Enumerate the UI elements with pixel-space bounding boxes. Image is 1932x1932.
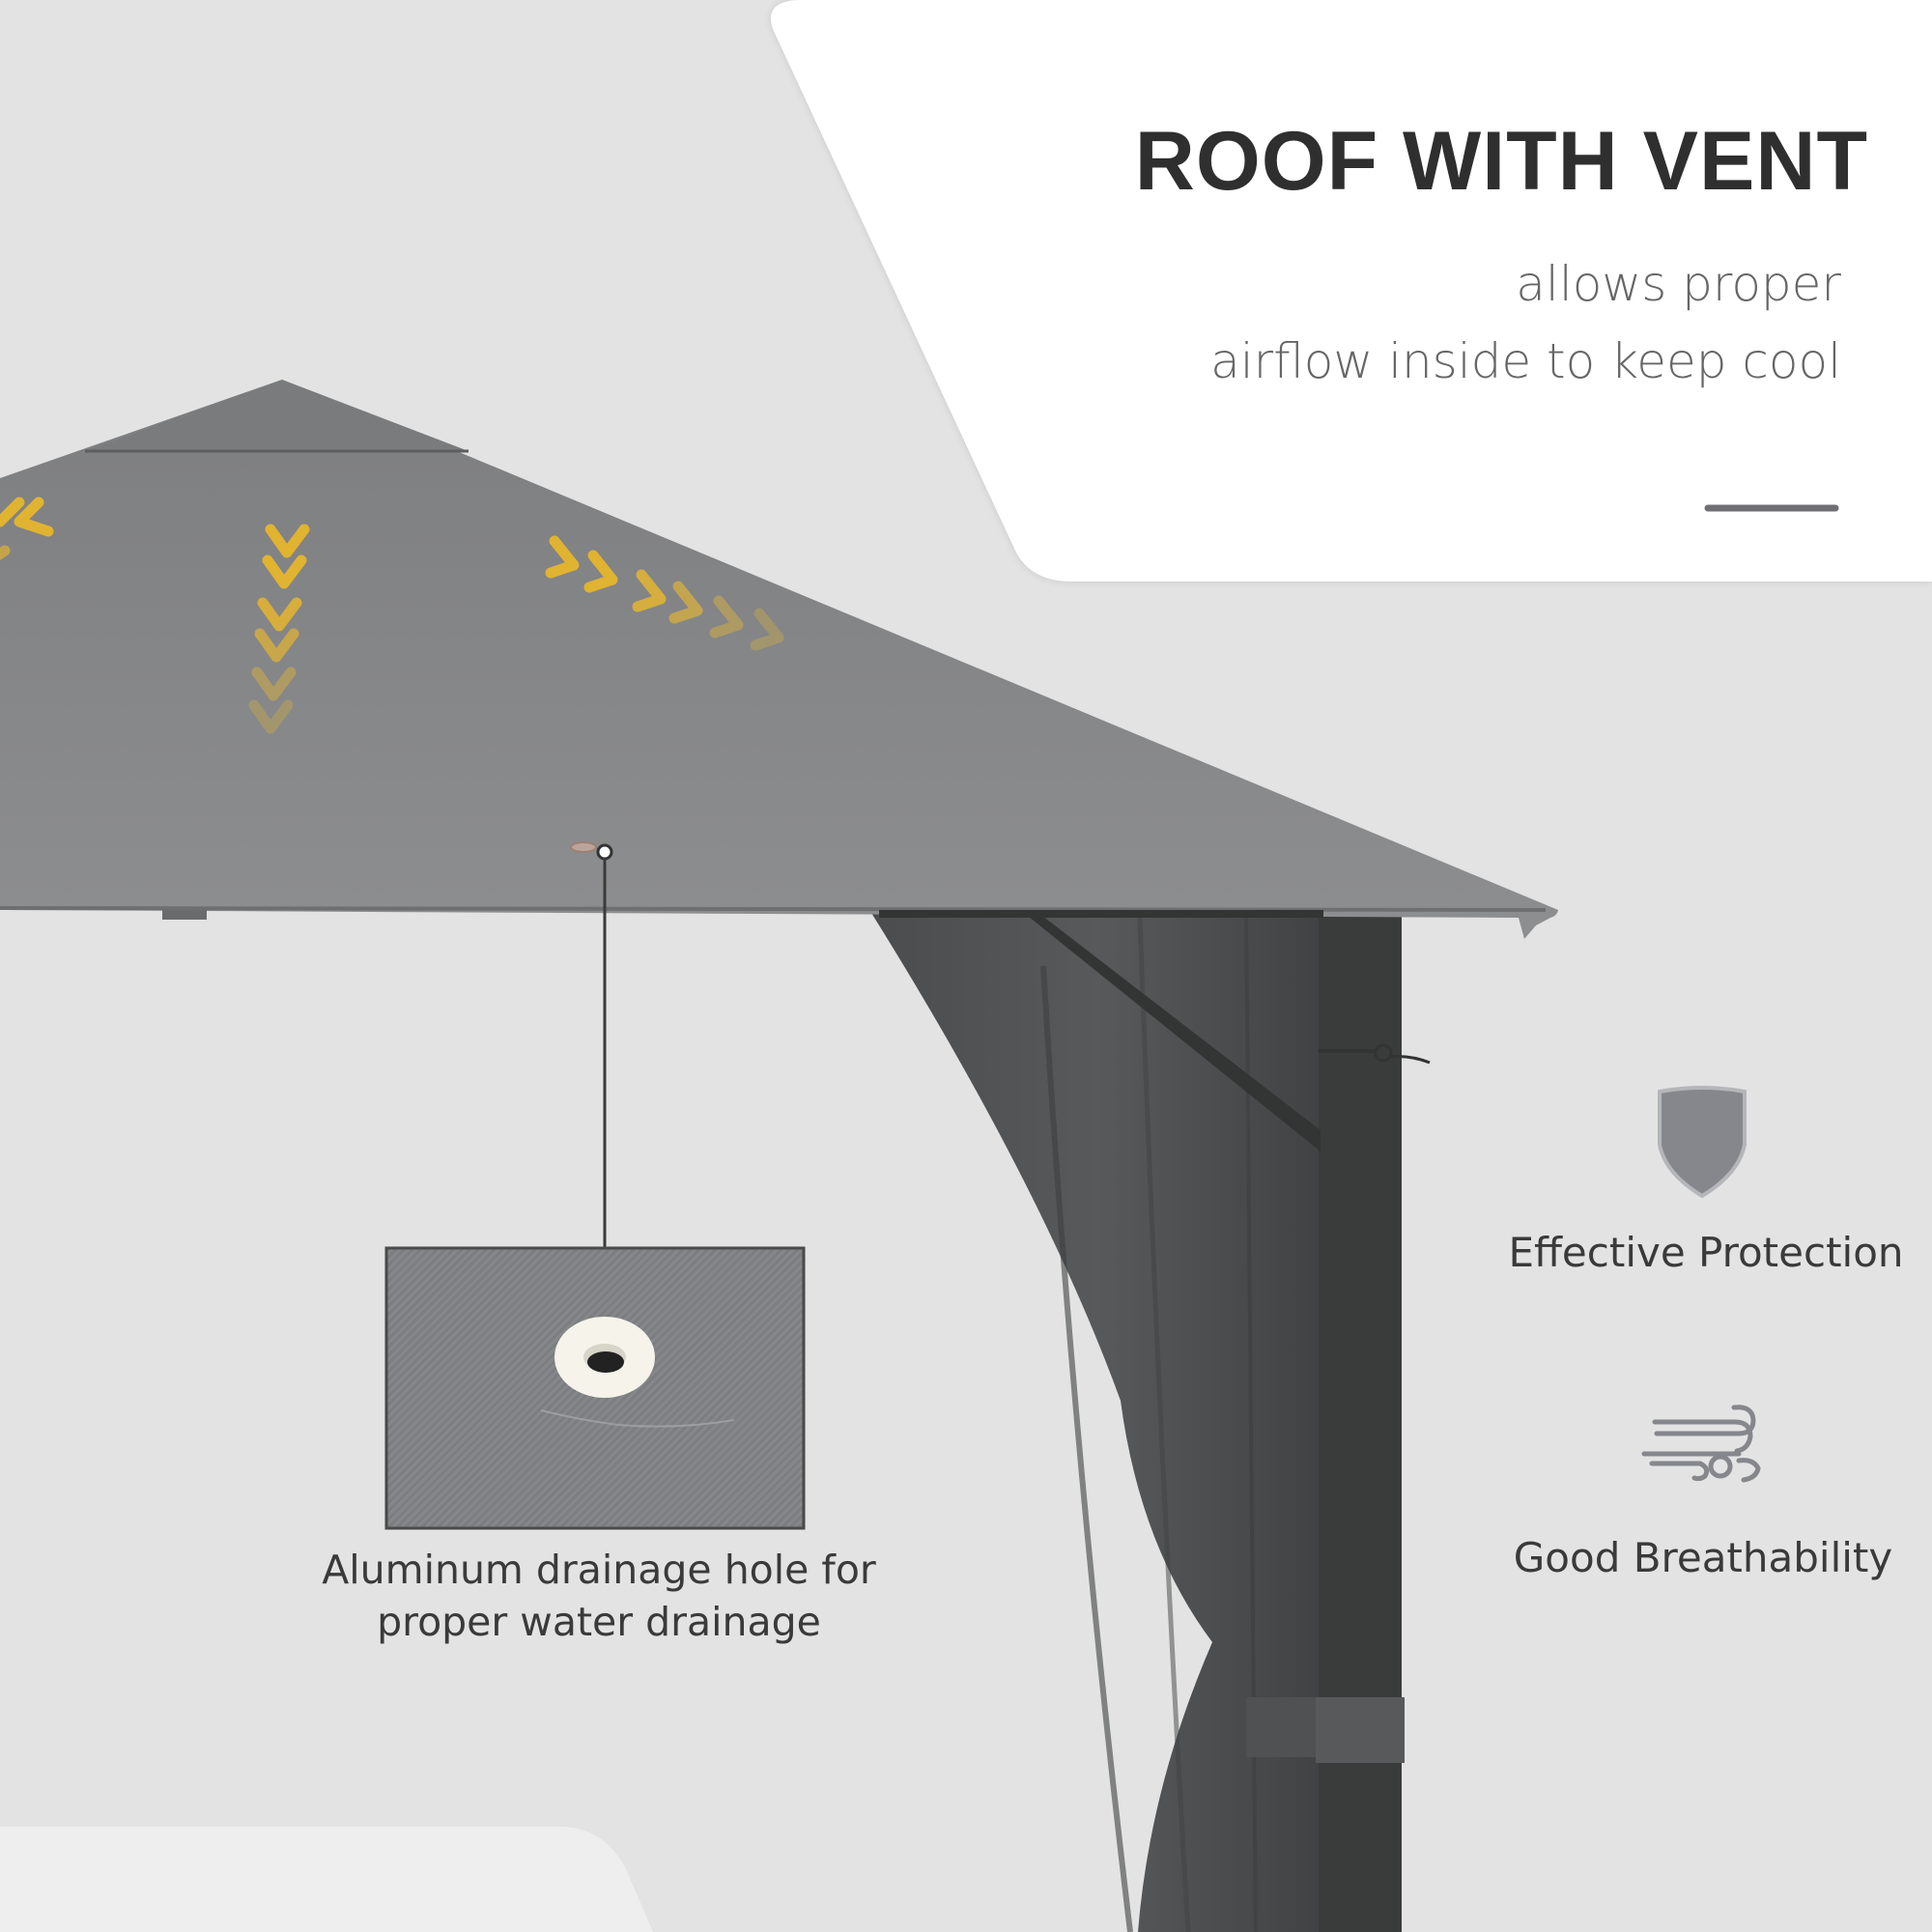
subtitle-line-1: allows proper [1516, 256, 1841, 312]
page-title: ROOF WITH VENT [1134, 115, 1868, 208]
caption-line-2: proper water drainage [377, 1599, 821, 1645]
header-card [771, 0, 1932, 582]
feature-effective-protection: Effective Protection [1508, 1229, 1904, 1276]
curtain-tieback [1246, 1697, 1316, 1757]
airflow-arrows-left [0, 497, 54, 560]
airflow-arrows-right [545, 535, 784, 651]
caption-line-1: Aluminum drainage hole for [322, 1547, 876, 1593]
subtitle-line-2: airflow inside to keep cool [1210, 333, 1841, 389]
gazebo-roof [0, 380, 1558, 939]
drainage-hole-photo [384, 1246, 806, 1530]
roof-vent [85, 380, 469, 451]
feature-good-breathability: Good Breathability [1513, 1534, 1893, 1581]
airflow-arrows-center [248, 524, 310, 734]
curtain [871, 913, 1323, 1932]
bottom-left-panel [0, 1827, 653, 1932]
shield-icon [1658, 1086, 1747, 1199]
gazebo-post [1319, 913, 1402, 1932]
drainage-caption: Aluminum drainage hole for proper water … [290, 1544, 908, 1648]
wind-icon [1641, 1405, 1761, 1483]
